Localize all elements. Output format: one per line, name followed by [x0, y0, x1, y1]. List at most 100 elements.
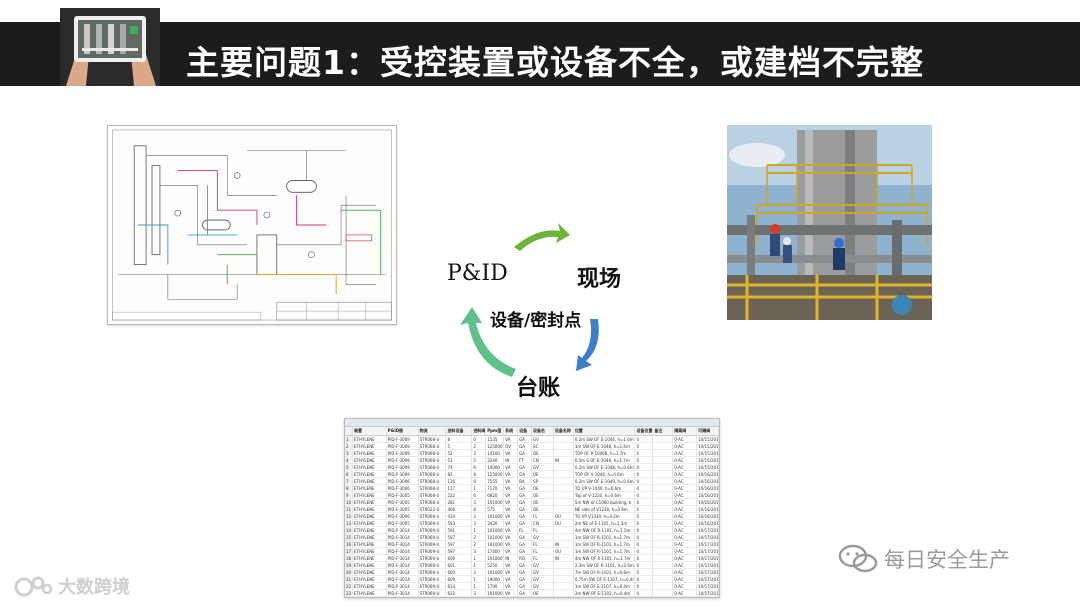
- pid-drawing: [107, 125, 397, 325]
- table-cell: SP: [532, 478, 554, 484]
- table-cell: ETHYLENE: [353, 569, 387, 575]
- table-cell: VA: [504, 513, 519, 519]
- table-cell: 10/15/2014: [698, 443, 720, 449]
- table-cell: OU: [554, 520, 574, 526]
- table-cell: 10/17/2014: [698, 583, 720, 589]
- table-cell: ETHYLENE: [353, 471, 387, 477]
- table-cell: [653, 548, 674, 554]
- table-cell: GA: [518, 499, 533, 505]
- table-cell: 0: [635, 443, 654, 449]
- table-cell: ETHYLENE: [353, 436, 387, 442]
- table-cell: VA: [504, 534, 519, 540]
- table-cell: FL: [532, 548, 554, 554]
- table-cell: 0-AC: [673, 527, 698, 533]
- row-number-header: [345, 427, 353, 435]
- table-cell: ETHYLENE: [353, 576, 387, 582]
- table-cell: 605: [446, 569, 473, 575]
- table-cell: 0-AC: [673, 576, 698, 582]
- table-cell: [554, 464, 574, 470]
- row-number-cell: 15: [345, 534, 353, 540]
- row-number-cell: 19: [345, 562, 353, 568]
- table-cell: 591: [446, 527, 473, 533]
- table-cell: [653, 450, 674, 456]
- column-header: 设备位置: [636, 427, 654, 435]
- table-cell: 101000: [487, 534, 505, 540]
- column-header: 备注: [653, 427, 674, 435]
- table-cell: ETHYLENE: [353, 499, 387, 505]
- table-cell: GA: [518, 562, 533, 568]
- table-cell: PID-F-3009: [387, 443, 419, 449]
- table-cell: [653, 499, 674, 505]
- table-cell: VA: [504, 520, 519, 526]
- table-cell: 0-AC: [673, 548, 698, 554]
- table-cell: 0: [635, 513, 654, 519]
- table-cell: 6: [472, 464, 487, 470]
- table-cell: ETHYLENE: [353, 555, 387, 561]
- table-cell: [554, 527, 574, 533]
- table-cell: 0-AC: [673, 562, 698, 568]
- column-header: 设备: [518, 427, 533, 435]
- table-cell: 10/16/2014: [698, 506, 720, 512]
- table-cell: PID-F-3014: [387, 597, 419, 598]
- table-cell: GA: [518, 548, 533, 554]
- table-cell: STR069-U: [419, 548, 447, 554]
- table-cell: GA: [518, 506, 533, 512]
- table-cell: ETHYLENE: [353, 583, 387, 589]
- table-cell: 0-AC: [673, 485, 698, 491]
- table-cell: STR068-U: [419, 450, 447, 456]
- table-cell: [653, 485, 674, 491]
- column-header: 系统: [504, 427, 519, 435]
- table-cell: 0: [635, 583, 654, 589]
- table-cell: 10/16/2014: [698, 499, 720, 505]
- table-cell: SC: [532, 443, 554, 449]
- table-cell: 6820: [486, 492, 505, 498]
- row-number-cell: 9: [345, 492, 353, 498]
- table-cell: 10000: [486, 464, 505, 470]
- row-number-cell: 23: [345, 590, 353, 596]
- table-cell: 1m SW OF E-1107, h=0.4m: [574, 583, 636, 589]
- table-cell: IN: [504, 457, 519, 463]
- table-cell: ETHYLENE: [353, 506, 387, 512]
- spreadsheet-header-row: 装置 P&ID图 物流 进料设备 进料阀 Ppm值 系统 设备 设备名 设备名称…: [345, 427, 719, 436]
- table-cell: 0: [635, 520, 654, 526]
- table-cell: RO: [518, 555, 533, 561]
- table-cell: STR068-U: [419, 443, 447, 449]
- table-cell: [554, 485, 574, 491]
- table-cell: CN: [532, 520, 554, 526]
- table-cell: STR068-U: [419, 478, 447, 484]
- table-cell: 10/17/2014: [698, 569, 720, 575]
- table-cell: 8: [446, 436, 473, 442]
- table-cell: [554, 583, 574, 589]
- column-header: 隔离阀: [673, 427, 698, 435]
- teal-arrow-icon: [460, 307, 516, 377]
- table-cell: STR069-U: [419, 527, 447, 533]
- table-cell: [653, 457, 674, 463]
- table-cell: PID-F-3014: [387, 548, 419, 554]
- table-cell: VA: [504, 436, 519, 442]
- table-cell: VA: [504, 583, 519, 589]
- spreadsheet-column-bar: [345, 419, 719, 427]
- table-cell: 3: [472, 513, 487, 519]
- table-cell: OU: [554, 548, 574, 554]
- table-cell: ETHYLENE: [353, 464, 387, 470]
- table-cell: CV: [504, 597, 518, 598]
- table-cell: 0: [635, 541, 654, 547]
- table-cell: TOP OF V-1046, h=0.6m: [574, 471, 636, 477]
- table-cell: 0-AC: [673, 457, 698, 463]
- table-cell: [653, 562, 674, 568]
- table-cell: 0: [635, 478, 654, 484]
- table-cell: 125000: [487, 443, 505, 449]
- table-cell: PID-F-3014: [387, 541, 419, 547]
- table-cell: STR069-U: [419, 590, 447, 596]
- row-number-cell: 20: [345, 569, 353, 575]
- row-number-cell: 17: [345, 548, 353, 554]
- table-cell: 8: [472, 506, 487, 512]
- table-cell: 5: [472, 457, 487, 463]
- table-cell: 0-AC: [673, 555, 698, 561]
